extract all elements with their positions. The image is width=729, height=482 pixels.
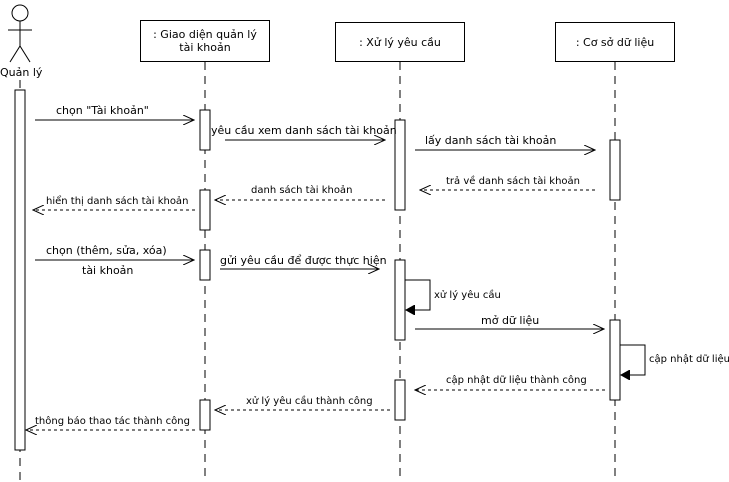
ui-activation-4 xyxy=(199,399,211,431)
actor-activation xyxy=(14,89,26,451)
msg-label-9: xử lý yêu cầu xyxy=(434,290,501,301)
lifeline-db-label: : Cơ sở dữ liệu xyxy=(575,35,655,49)
lifeline-handler-box: : Xử lý yêu cầu xyxy=(335,22,465,62)
actor-name: Quản lý xyxy=(0,66,43,79)
msg-label-5: danh sách tài khoản xyxy=(251,185,353,196)
lifeline-db-box: : Cơ sở dữ liệu xyxy=(555,22,675,62)
ui-activation-3 xyxy=(199,249,211,281)
msg-label-1: chọn "Tài khoản" xyxy=(56,104,149,117)
msg-self-arrow-11 xyxy=(620,344,646,375)
msg-label-10: mở dữ liệu xyxy=(481,314,540,327)
msg-label-12: cập nhật dữ liệu thành công xyxy=(446,375,587,386)
msg-label-2: yêu cầu xem danh sách tài khoản xyxy=(211,124,397,137)
handler-activation-2 xyxy=(394,259,406,341)
ui-activation-2 xyxy=(199,189,211,231)
handler-activation-3 xyxy=(394,379,406,421)
msg-label-3: lấy danh sách tài khoản xyxy=(425,134,557,147)
lifeline-handler-label: : Xử lý yêu cầu xyxy=(359,35,441,49)
msg-self-arrow-9 xyxy=(405,279,431,310)
msg-label-6: hiển thị danh sách tài khoản xyxy=(46,196,189,207)
msg-label-13: xử lý yêu cầu thành công xyxy=(246,396,373,407)
lifeline-ui-label: : Giao diện quản lý tài khoản xyxy=(153,28,257,54)
actor-figure-icon xyxy=(8,4,32,63)
msg-label-14: thông báo thao tác thành công xyxy=(35,416,190,427)
msg-label-4: trả về danh sách tài khoản xyxy=(446,176,580,187)
msg-label-7b: tài khoản xyxy=(82,264,134,277)
db-activation-1 xyxy=(609,139,621,201)
ui-activation-1 xyxy=(199,109,211,151)
msg-label-11: cập nhật dữ liệu xyxy=(649,354,729,365)
msg-label-8: gửi yêu cầu để được thực hiện xyxy=(220,254,387,267)
db-activation-2 xyxy=(609,319,621,401)
handler-activation-1 xyxy=(394,119,406,211)
msg-label-7a: chọn (thêm, sửa, xóa) xyxy=(46,244,167,257)
lifeline-ui-box: : Giao diện quản lý tài khoản xyxy=(140,20,270,62)
